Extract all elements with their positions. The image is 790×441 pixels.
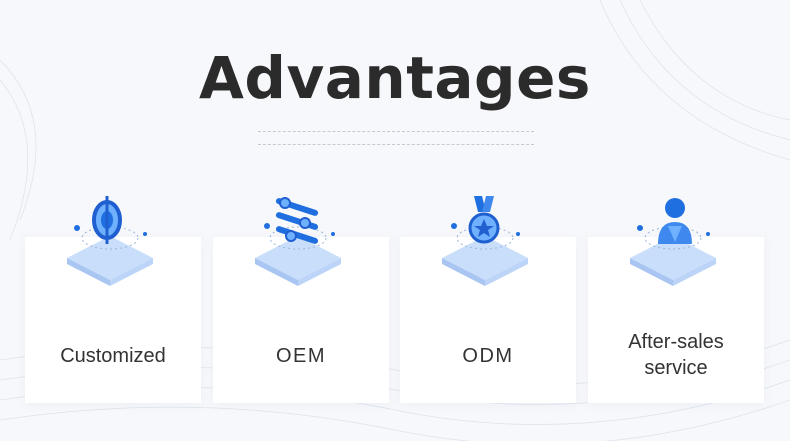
target-icon xyxy=(45,186,175,296)
advantage-label: Customized xyxy=(60,345,166,367)
page-title: Advantages xyxy=(199,44,591,112)
advantage-label: OEM xyxy=(275,345,327,367)
sliders-icon xyxy=(233,186,363,296)
medal-icon xyxy=(420,186,550,296)
advantage-label: ODM xyxy=(462,345,514,367)
title-divider-bottom xyxy=(258,144,534,145)
title-divider-top xyxy=(258,131,534,132)
advantage-label: After-sales service xyxy=(628,331,724,379)
user-support-icon xyxy=(608,186,738,296)
